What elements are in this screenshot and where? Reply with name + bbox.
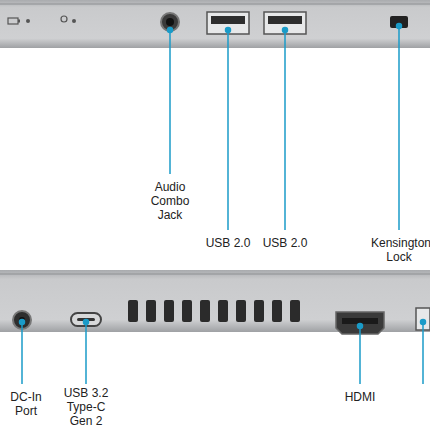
- usb-c-port: [71, 313, 101, 326]
- status-icons: [8, 16, 76, 24]
- vents: [128, 300, 300, 322]
- port-label: HDMI: [330, 390, 390, 404]
- port-label: Audio Combo Jack: [145, 180, 195, 222]
- laptop-side: [0, 270, 430, 332]
- port-label: USB 3.2 Type-C Gen 2: [56, 386, 116, 428]
- leader-lines: [20, 24, 426, 385]
- port-label: USB 2.0: [198, 236, 258, 250]
- port-label: DC-In Port: [4, 390, 48, 418]
- port-label: Kensington Lock: [371, 236, 427, 264]
- usb-ports: [207, 12, 306, 34]
- kensington-slot: [390, 16, 408, 28]
- laptop-side: [0, 0, 430, 48]
- port-label: USB 2.0: [255, 236, 315, 250]
